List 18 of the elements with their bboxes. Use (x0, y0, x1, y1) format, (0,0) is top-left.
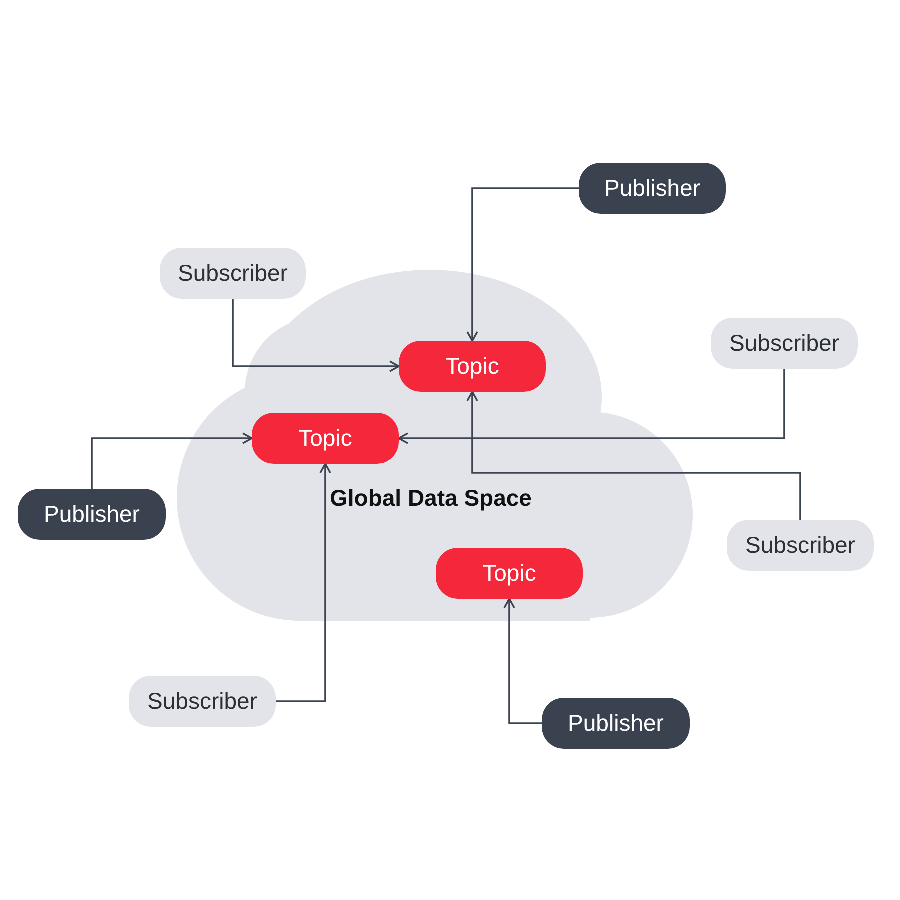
arrow (466, 188, 579, 342)
arrow (276, 463, 332, 702)
arrow (398, 369, 786, 444)
arrow (232, 299, 400, 372)
publisher-pill: Publisher (579, 163, 726, 214)
topic-pill: Topic (252, 413, 399, 464)
publisher-pill: Publisher (18, 489, 166, 540)
subscriber-pill: Subscriber (711, 318, 858, 369)
arrow (466, 391, 802, 520)
topic-pill: Topic (436, 548, 583, 599)
subscriber-pill: Subscriber (160, 248, 306, 299)
arrow (504, 598, 542, 724)
arrow (91, 432, 253, 489)
topic-pill: Topic (399, 341, 546, 392)
cloud-label: Global Data Space (330, 485, 532, 512)
subscriber-pill: Subscriber (727, 520, 874, 571)
subscriber-pill: Subscriber (129, 676, 276, 727)
publisher-pill: Publisher (542, 698, 690, 749)
